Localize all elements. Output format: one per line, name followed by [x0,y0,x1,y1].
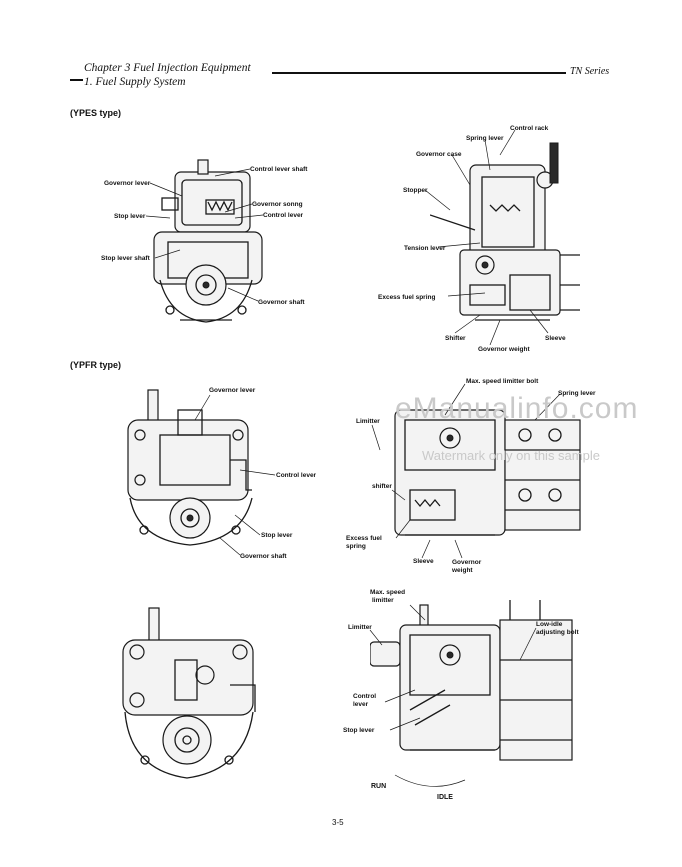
label-ypfr-excess-fuel: Excess fuel [346,535,382,542]
label-governor-case: Governor case [416,151,462,158]
ypes-side-section-drawing [430,142,580,321]
series-label: TN Series [570,66,610,77]
label-shifter: Shifter [445,335,466,342]
label-stopper: Stopper [403,187,428,194]
label-sleeve: Sleeve [545,335,566,342]
label-bottom-stop-lever: Stop lever [343,727,375,734]
label-control-lever-shaft: Control lever shaft [250,166,308,173]
label-ypfr-governor-shaft: Governor shaft [240,553,287,560]
ypfr-rear-drawing [122,607,256,779]
label-max-speed-limitter-2: limitter [372,597,394,604]
label-idle: IDLE [437,794,453,801]
label-tension-lever: Tension lever [404,245,446,252]
label-ypfr-shifter: shifter [372,483,392,490]
label-max-speed-limiter-bolt: Max. speed limitter bolt [466,378,539,385]
watermark-note: Watermark only on this sample [422,448,600,463]
ypfr-section-drawing [394,409,581,536]
label-stop-lever-shaft: Stop lever shaft [101,255,150,262]
fig3-leader-lines [194,394,276,556]
page-number: 3-5 [332,818,344,827]
label-ypfr-limitter: Limitter [356,418,380,425]
label-governor-spring: Governor sonng [252,201,303,208]
ypfr-front-drawing [127,389,253,546]
label-ypfr-control-lever: Control lever [276,472,317,479]
label-bottom-control-lever-2: lever [353,701,369,708]
fig6-leader-lines [369,604,537,731]
ypfr-heading: (YPFR type) [70,360,122,370]
label-ypfr-governor-weight-2: weight [452,567,473,574]
fig4-leader-lines [371,383,561,559]
label-governor-lever: Governor lever [104,180,151,187]
label-ypfr-stop-lever: Stop lever [261,532,293,539]
fig2-leader-lines [424,129,549,345]
header-dash [70,79,83,81]
label-control-lever: Control lever [263,212,304,219]
label-ypfr-governor-weight: Governor [452,559,482,566]
section-title: 1. Fuel Supply System [84,76,186,88]
label-bottom-limitter: Limitter [348,624,372,631]
label-max-speed-limitter: Max. speed [370,589,406,596]
label-low-idle: Low-idle [536,621,563,628]
watermark-site: eManualinfo.com [395,392,639,425]
label-ypfr-sleeve: Sleeve [413,558,434,565]
label-ypfr-spring-lever: Spring lever [558,390,596,397]
label-ypfr-governor-lever: Governor lever [209,387,256,394]
label-governor-shaft: Governor shaft [258,299,305,306]
label-ypfr-excess-fuel-2: spring [346,543,366,550]
header-rule [272,72,566,74]
ypfr-run-idle-drawing [370,600,573,787]
label-excess-fuel-spring: Excess fuel spring [378,294,436,301]
ypes-governor-drawing [153,159,263,323]
label-control-rack: Control rack [510,125,549,132]
label-low-idle-2: adjusting bolt [536,629,579,636]
label-spring-lever: Spring lever [466,135,504,142]
label-stop-lever: Stop lever [114,213,146,220]
label-run: RUN [371,783,387,790]
fig1-leader-lines [145,168,264,302]
label-bottom-control-lever: Control [353,693,377,700]
ypes-heading: (YPES type) [70,108,122,118]
chapter-title: Chapter 3 Fuel Injection Equipment [84,62,251,74]
label-governor-weight: Governor weight [478,346,530,353]
